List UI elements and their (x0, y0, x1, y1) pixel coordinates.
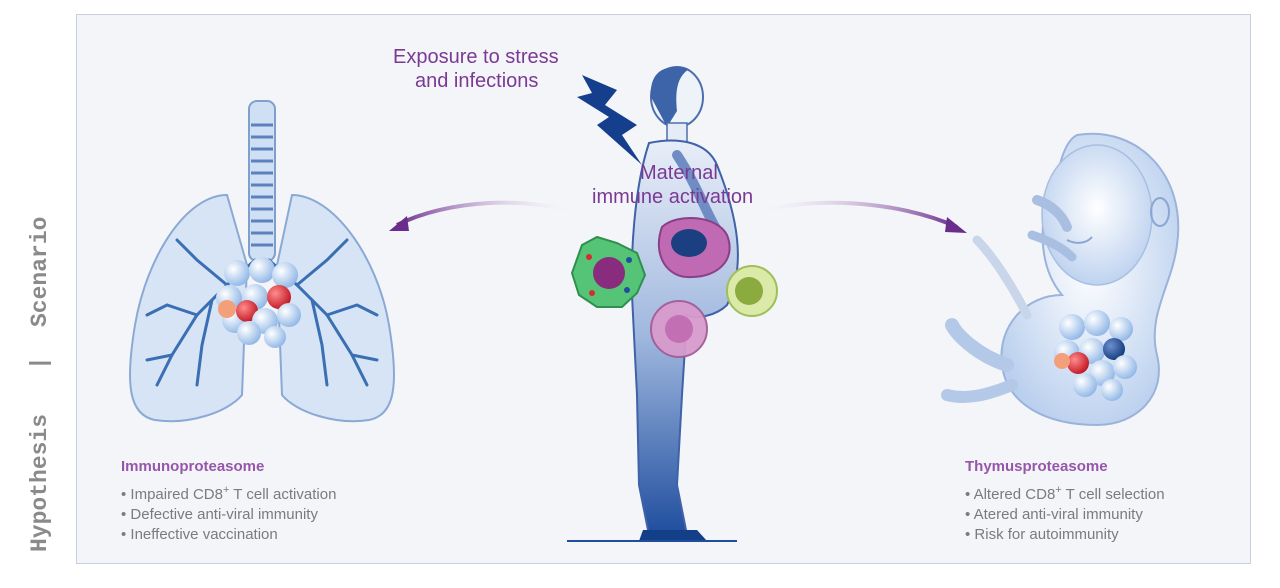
macrophage-cell (657, 217, 731, 279)
lungs-illustration (129, 100, 395, 423)
list-item: Altered CD8+ T cell selection (965, 485, 1165, 505)
list-item: Risk for autoimmunity (965, 525, 1165, 545)
thymusproteasome-cluster (1054, 310, 1137, 401)
arrow-right (746, 200, 958, 229)
thymusproteasome-list: Altered CD8+ T cell selection Atered ant… (965, 485, 1165, 545)
pink-cell (650, 300, 708, 358)
immune-cells (570, 217, 778, 358)
exposure-line-2: and infections (415, 70, 539, 92)
list-item: Ineffective vaccination (121, 525, 336, 545)
fetus-illustration (941, 132, 1180, 427)
immunoproteasome-cluster (216, 257, 301, 348)
diagram-artwork (129, 66, 1180, 542)
side-label-hypothesis: Hypothesis (27, 414, 53, 552)
exposure-label: Exposure to stress and infections (393, 45, 559, 93)
side-label-separator: | (27, 356, 53, 370)
list-item: Impaired CD8+ T cell activation (121, 485, 336, 505)
maternal-line-1: Maternal (640, 162, 718, 184)
dendritic-cell (570, 235, 647, 308)
maternal-line-2: immune activation (592, 186, 754, 208)
maternal-label: Maternal immune activation (592, 161, 753, 209)
thymusproteasome-heading: Thymusproteasome (965, 458, 1108, 475)
arrow-left-head (389, 216, 409, 231)
side-label-scenario: Scenario (27, 217, 53, 327)
diagram-panel: Exposure to stress and infections Matern… (76, 14, 1251, 564)
exposure-line-1: Exposure to stress (393, 46, 559, 68)
list-item: Defective anti-viral immunity (121, 505, 336, 525)
side-label: Hypothesis | Scenario (6, 0, 66, 588)
list-item: Atered anti-viral immunity (965, 505, 1165, 525)
immunoproteasome-heading: Immunoproteasome (121, 458, 265, 475)
lightning-bolt-icon (577, 75, 642, 165)
immunoproteasome-list: Impaired CD8+ T cell activation Defectiv… (121, 485, 336, 545)
arrow-left (396, 200, 583, 227)
green-cell (726, 265, 778, 317)
arrow-right-head (945, 217, 967, 233)
